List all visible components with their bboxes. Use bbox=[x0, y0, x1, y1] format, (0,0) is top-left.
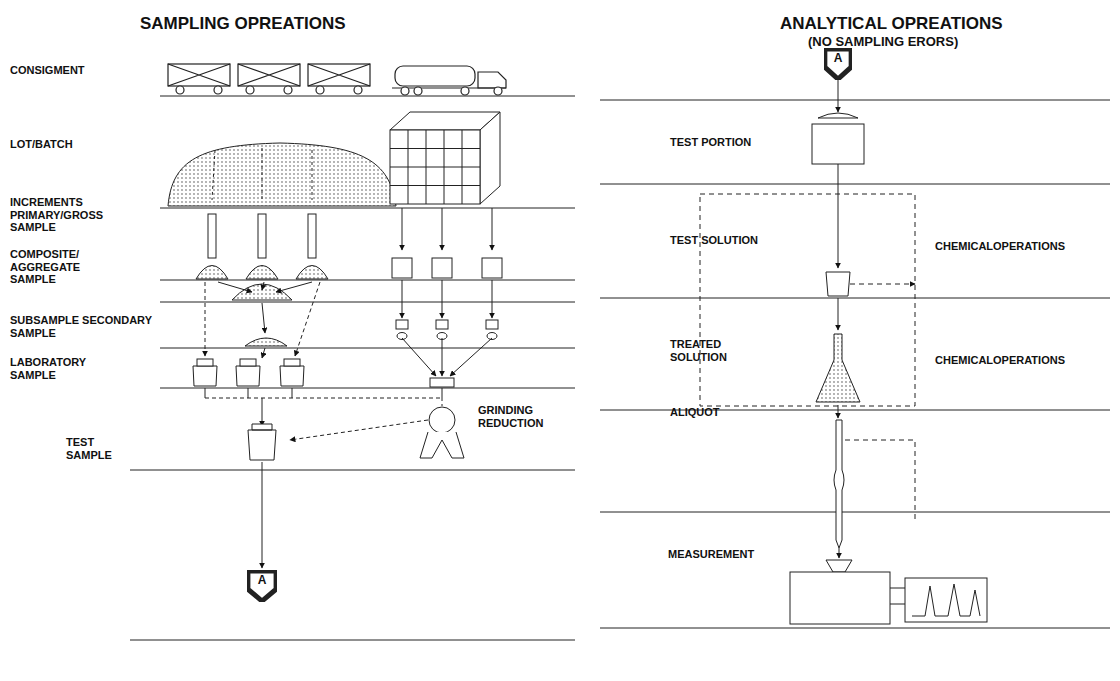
stage-label: CONSIGMENT bbox=[10, 64, 130, 77]
sample-marker: A bbox=[247, 570, 277, 602]
stage-label: LABORATORY SAMPLE bbox=[10, 356, 110, 381]
stage-label: CHEMICALOPERATIONS bbox=[935, 240, 1110, 253]
stage-label: TEST SAMPLE bbox=[66, 436, 126, 461]
stage-label: TEST PORTION bbox=[670, 136, 790, 149]
stage-label: SUBSAMPLE SECONDARY SAMPLE bbox=[10, 314, 170, 339]
stage-label: INCREMENTS PRIMARY/GROSS SAMPLE bbox=[10, 196, 115, 234]
sample-marker: A bbox=[824, 48, 852, 80]
stage-label: LOT/BATCH bbox=[10, 138, 130, 151]
stage-label: MEASUREMENT bbox=[668, 548, 783, 561]
section-heading: SAMPLING OPREATIONS bbox=[140, 14, 400, 34]
stage-label: TREATED SOLUTION bbox=[670, 338, 770, 363]
stage-label: COMPOSITE/ AGGREGATE SAMPLE bbox=[10, 248, 105, 286]
stage-label: CHEMICALOPERATIONS bbox=[935, 354, 1110, 367]
stage-label: TEST SOLUTION bbox=[670, 234, 790, 247]
stage-label: ALIQUOT bbox=[670, 406, 770, 419]
sample-letter: A bbox=[824, 51, 852, 65]
stage-label: GRINDING REDUCTION bbox=[478, 404, 563, 429]
section-heading: ANALYTICAL OPREATIONS bbox=[780, 14, 1080, 34]
sample-letter: A bbox=[247, 573, 277, 587]
